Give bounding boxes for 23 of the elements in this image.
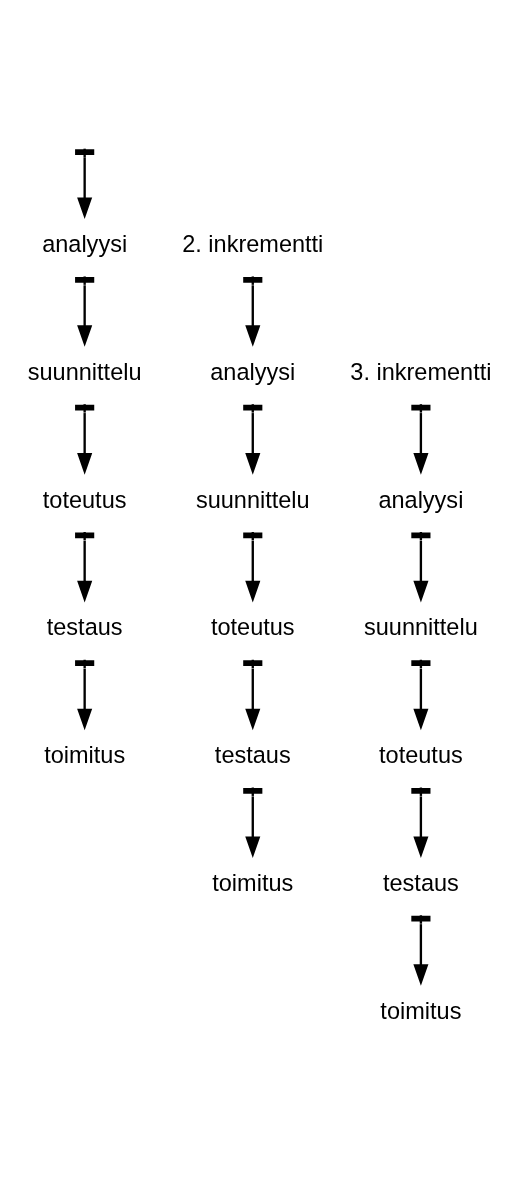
node-text: toteutus <box>210 613 295 640</box>
node-text: testaus <box>382 869 459 896</box>
arrow <box>410 914 430 986</box>
node-text: toteutus <box>378 741 463 768</box>
node-text: testaus <box>46 613 123 640</box>
node-text: analyysi <box>209 358 295 385</box>
node-text: 2. inkrementti <box>181 230 323 257</box>
arrow <box>76 148 92 219</box>
node-text: suunnittelu <box>363 613 478 640</box>
node-text: suunnittelu <box>27 358 142 385</box>
arrow <box>242 275 262 347</box>
node-text: testaus <box>214 741 291 768</box>
node-text: analyysi <box>377 486 463 513</box>
node-text: suunnittelu <box>195 486 310 513</box>
node-text: toimitus <box>379 997 461 1024</box>
node-text: analyysi <box>41 230 127 257</box>
arrow <box>74 275 94 347</box>
node-text: 3. inkrementti <box>349 358 491 385</box>
node-text: toimitus <box>43 741 125 768</box>
arrow <box>74 659 94 730</box>
node-text: toimitus <box>211 869 293 896</box>
node-text: toteutus <box>42 486 126 513</box>
arrow <box>74 531 94 602</box>
